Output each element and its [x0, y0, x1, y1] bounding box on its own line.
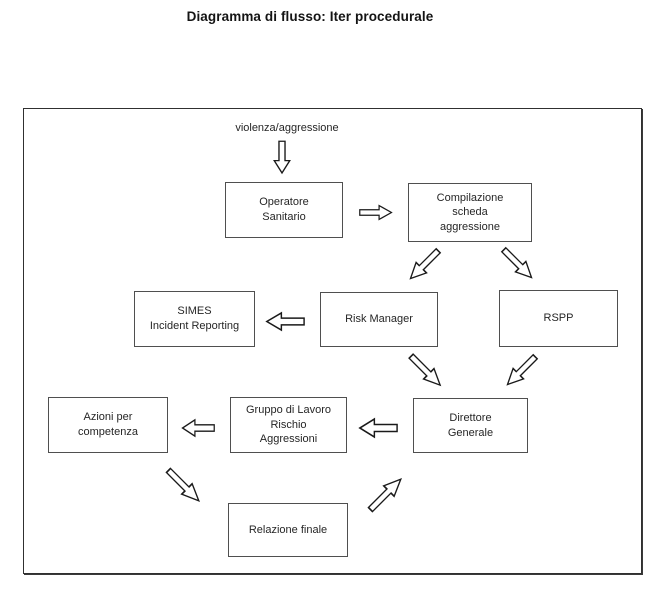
arrow-risk-manager-to-simes-icon	[266, 312, 305, 331]
node-operatore-sanitario: Operatore Sanitario	[225, 182, 343, 238]
node-relazione-finale: Relazione finale	[228, 503, 348, 557]
node-simes-incident-reporting: SIMES Incident Reporting	[134, 291, 255, 347]
arrow-direttore-to-gruppo-icon	[359, 418, 398, 438]
arrow-start-to-operatore-icon	[273, 140, 291, 174]
node-rspp: RSPP	[499, 290, 618, 347]
arrow-gruppo-to-azioni-icon	[181, 419, 215, 437]
node-compilazione-scheda-aggressione: Compilazione scheda aggressione	[408, 183, 532, 242]
node-direttore-generale: Direttore Generale	[413, 398, 528, 453]
arrow-operatore-to-compilazione-icon	[359, 204, 393, 221]
start-event-label: violenza/aggressione	[235, 122, 339, 134]
node-gruppo-di-lavoro: Gruppo di Lavoro Rischio Aggressioni	[230, 397, 347, 453]
node-azioni-per-competenza: Azioni per competenza	[48, 397, 168, 453]
node-risk-manager: Risk Manager	[320, 292, 438, 347]
page-title: Diagramma di flusso: Iter procedurale	[186, 9, 434, 24]
